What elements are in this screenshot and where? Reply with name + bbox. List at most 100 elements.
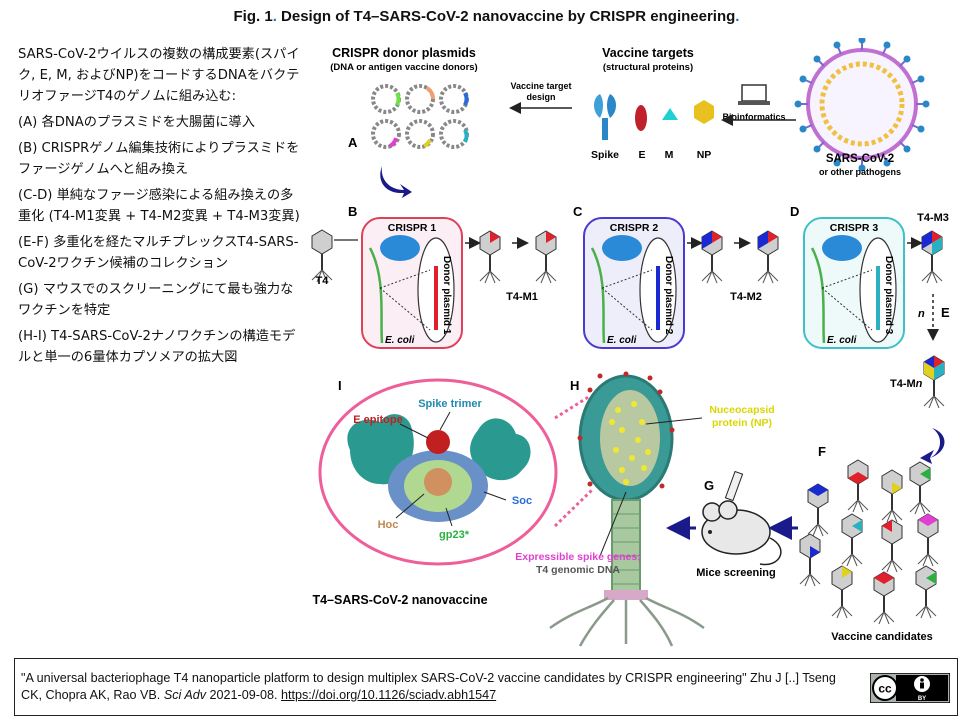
candidate-phage-icon xyxy=(847,459,869,513)
crispr1-label: CRISPR 1 xyxy=(388,222,437,234)
candidate-phage-icon xyxy=(915,565,937,619)
plasmid-icon xyxy=(439,84,469,114)
vaccine-design-label-2: design xyxy=(526,92,555,102)
expressible-genes-label: Expressible spike genes; xyxy=(515,551,640,563)
panel-c-label: C xyxy=(573,204,583,219)
sars-cov-2-virus-icon xyxy=(794,36,930,172)
sars-sublabel: or other pathogens xyxy=(819,167,901,177)
spike-label: Spike xyxy=(591,149,619,161)
figure-title-end: . xyxy=(735,8,740,25)
cas9-icon xyxy=(602,235,642,261)
e-epitope-label: E epitope xyxy=(353,414,403,426)
panel-a-label: A xyxy=(348,135,358,150)
t4-m1-phage-icon xyxy=(479,230,501,284)
donor-plasmids-subtitle: (DNA or antigen vaccine donors) xyxy=(330,62,477,73)
panel-b-label: B xyxy=(348,204,357,219)
t4-mn-suffix: n xyxy=(916,378,923,390)
vaccine-candidates-label: Vaccine candidates xyxy=(831,631,933,643)
computer-icon xyxy=(738,84,770,105)
crispr2-box: CRISPR 2 Donor plasmid 2 E. coli xyxy=(583,217,685,349)
t4-m1-input-phage-icon xyxy=(535,230,557,284)
panel-f-label: F xyxy=(818,444,826,459)
plasmid-icon xyxy=(439,119,469,149)
description-step-a: (A) 各DNAのプラスミドを大腸菌に導入 xyxy=(18,115,255,130)
spike-trimer-label: Spike trimer xyxy=(418,398,482,410)
description-intro: SARS-CoV-2ウイルスの複数の構成要素(スパイク, E, M, およびNP… xyxy=(18,47,300,104)
doi-link[interactable]: https://doi.org/10.1126/sciadv.abh1547 xyxy=(280,688,497,702)
figure-number: Fig. 1 xyxy=(233,8,273,25)
sars-label: SARS-CoV-2 xyxy=(826,153,894,165)
syringe-icon xyxy=(724,470,744,502)
by-text: BY xyxy=(918,696,926,702)
panel-i-label: I xyxy=(338,378,342,393)
t4-m2-input-phage-icon xyxy=(757,230,779,284)
crispr3-box: CRISPR 3 Donor plasmid 3 E. coli xyxy=(803,217,905,349)
np-protein-icon xyxy=(694,100,714,124)
t4-m2-label: T4-M2 xyxy=(730,291,762,303)
description-step-hi: (H-I) T4-SARS-CoV-2ナノワクチンの構造モデルと単一の6量体カプ… xyxy=(18,329,296,365)
vaccine-candidates-grid xyxy=(799,459,939,625)
citation-text: "A universal bacteriophage T4 nanopartic… xyxy=(21,670,851,704)
curved-arrow-a-to-b xyxy=(380,166,412,198)
mice-screening-label: Mice screening xyxy=(696,567,775,579)
soc-label: Soc xyxy=(512,495,532,507)
citation-box: "A universal bacteriophage T4 nanopartic… xyxy=(14,658,958,716)
panel-h-label: H xyxy=(570,378,579,393)
vaccine-targets-subtitle: (structural proteins) xyxy=(603,62,693,73)
nanovaccine-label: T4–SARS-CoV-2 nanovaccine xyxy=(312,593,487,607)
t4-m2-phage-icon xyxy=(701,230,723,284)
donor3-label: Donor plasmid 3 xyxy=(883,256,894,335)
e-label: E xyxy=(638,149,645,161)
np-callout-label-2: protein (NP) xyxy=(712,417,772,429)
candidate-phage-icon xyxy=(841,513,863,567)
donor2-label: Donor plasmid 2 xyxy=(663,256,674,335)
m-protein-icon xyxy=(662,108,678,120)
np-label: NP xyxy=(697,149,712,161)
panel-d-label: D xyxy=(790,204,799,219)
description-step-ef: (E-F) 多重化を経たマルチプレックスT4-SARS-CoV-2ワクチン候補の… xyxy=(18,235,299,271)
description-step-b: (B) CRISPRゲノム編集技術によりプラスミドをファージゲノムへと組み換え xyxy=(18,141,300,177)
t4-mn-label: T4-Mn xyxy=(890,378,923,390)
t4-mn-prefix: T4-M xyxy=(890,378,916,390)
cas9-icon xyxy=(822,235,862,261)
mouse-icon xyxy=(701,470,782,566)
cc-by-license-icon: cc BY xyxy=(870,673,950,703)
hoc-label: Hoc xyxy=(378,519,399,531)
ecoli-label-1: E. coli xyxy=(385,335,415,346)
figure-diagram: CRISPR donor plasmids (DNA or antigen va… xyxy=(300,36,972,650)
plasmid-grid xyxy=(371,84,469,149)
figure-title-text: Design of T4–SARS-CoV-2 nanovaccine by C… xyxy=(281,8,736,25)
crispr3-label: CRISPR 3 xyxy=(830,222,879,234)
genomic-dna-label: T4 genomic DNA xyxy=(536,564,620,576)
description-panel: SARS-CoV-2ウイルスの複数の構成要素(スパイク, E, M, およびNP… xyxy=(18,44,300,373)
figure-title-separator: . xyxy=(272,8,282,25)
plasmid-icon xyxy=(371,119,401,149)
bioinformatics-label: Bioinformatics xyxy=(722,112,785,122)
description-step-cd: (C-D) 単純なファージ感染による組み換えの多重化 (T4-M1変異 + T4… xyxy=(18,188,300,224)
t4-m3-phage-icon xyxy=(921,230,943,284)
donor-plasmids-title: CRISPR donor plasmids xyxy=(332,46,476,60)
plasmid-icon xyxy=(405,119,435,149)
np-callout-label-1: Nuceocapsid xyxy=(709,404,774,416)
t4-m3-label: T4-M3 xyxy=(917,212,949,224)
citation-journal: Sci Adv xyxy=(163,688,207,702)
n-label: n xyxy=(918,308,925,320)
cas9-icon xyxy=(380,235,420,261)
panel-e-label: E xyxy=(941,305,950,320)
figure-title: Fig. 1. Design of T4–SARS-CoV-2 nanovacc… xyxy=(0,8,973,25)
ecoli-label-2: E. coli xyxy=(607,335,637,346)
description-step-g: (G) マウスでのスクリーニングにて最も強力なワクチンを特定 xyxy=(18,282,294,318)
plasmid-icon xyxy=(371,84,401,114)
t4-mn-phage-icon xyxy=(923,355,945,409)
t4-label: T4 xyxy=(316,275,330,287)
candidate-phage-icon xyxy=(909,461,931,515)
panel-g-label: G xyxy=(704,478,714,493)
donor1-label: Donor plasmid 1 xyxy=(441,256,452,335)
e-protein-icon xyxy=(635,105,647,131)
citation-body: "A universal bacteriophage T4 nanopartic… xyxy=(21,671,836,702)
panel-i-capsomer xyxy=(318,378,594,566)
t4-m1-label: T4-M1 xyxy=(506,291,538,303)
ecoli-label-3: E. coli xyxy=(827,335,857,346)
curved-arrow-e-to-f xyxy=(920,428,945,464)
candidate-phage-icon xyxy=(799,533,821,587)
